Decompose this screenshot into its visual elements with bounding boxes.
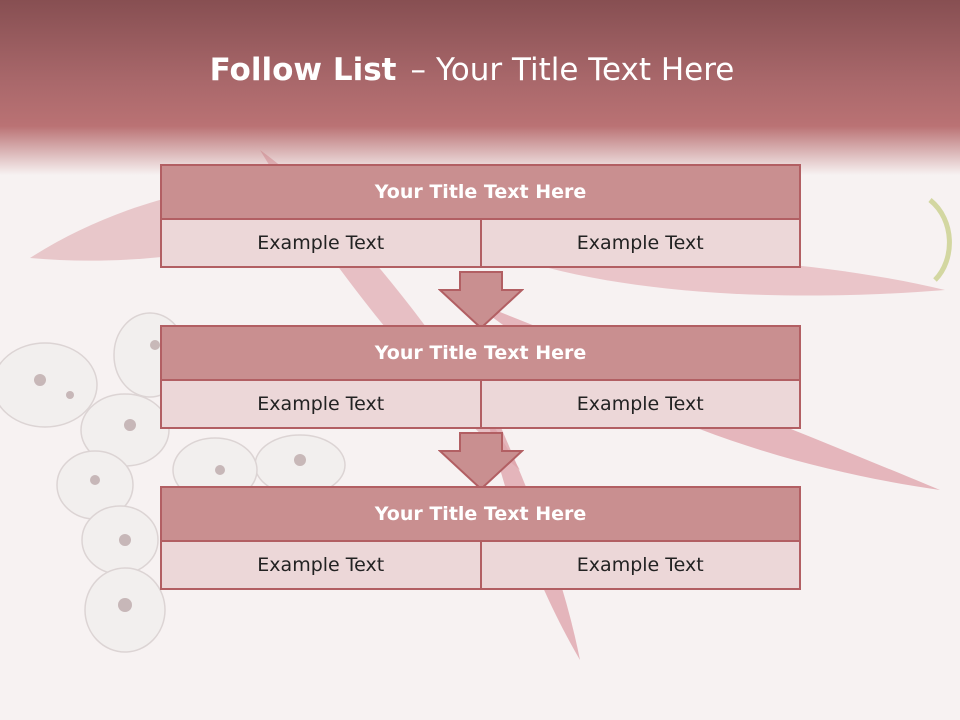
block-title: Your Title Text Here	[160, 325, 801, 381]
block-title: Your Title Text Here	[160, 164, 801, 220]
block-cell-right: Example Text	[481, 381, 801, 429]
block-title: Your Title Text Here	[160, 486, 801, 542]
down-arrow-icon	[438, 432, 524, 491]
block-row: Example Text Example Text	[160, 542, 801, 590]
list-block-1: Your Title Text Here Example Text Exampl…	[160, 164, 801, 268]
block-cell-right: Example Text	[481, 220, 801, 268]
list-block-3: Your Title Text Here Example Text Exampl…	[160, 486, 801, 590]
header-band	[0, 0, 960, 175]
slide-title-text: Your Title Text Here	[435, 52, 735, 88]
list-block-2: Your Title Text Here Example Text Exampl…	[160, 325, 801, 429]
block-cell-left: Example Text	[160, 220, 482, 268]
block-cell-right: Example Text	[481, 542, 801, 590]
slide-title: Follow List–Your Title Text Here	[0, 52, 944, 88]
block-cell-left: Example Text	[160, 542, 482, 590]
block-cell-left: Example Text	[160, 381, 482, 429]
block-row: Example Text Example Text	[160, 220, 801, 268]
block-row: Example Text Example Text	[160, 381, 801, 429]
slide-title-dash: –	[410, 52, 426, 88]
slide-title-bold: Follow List	[209, 52, 397, 88]
down-arrow-icon	[438, 271, 524, 330]
